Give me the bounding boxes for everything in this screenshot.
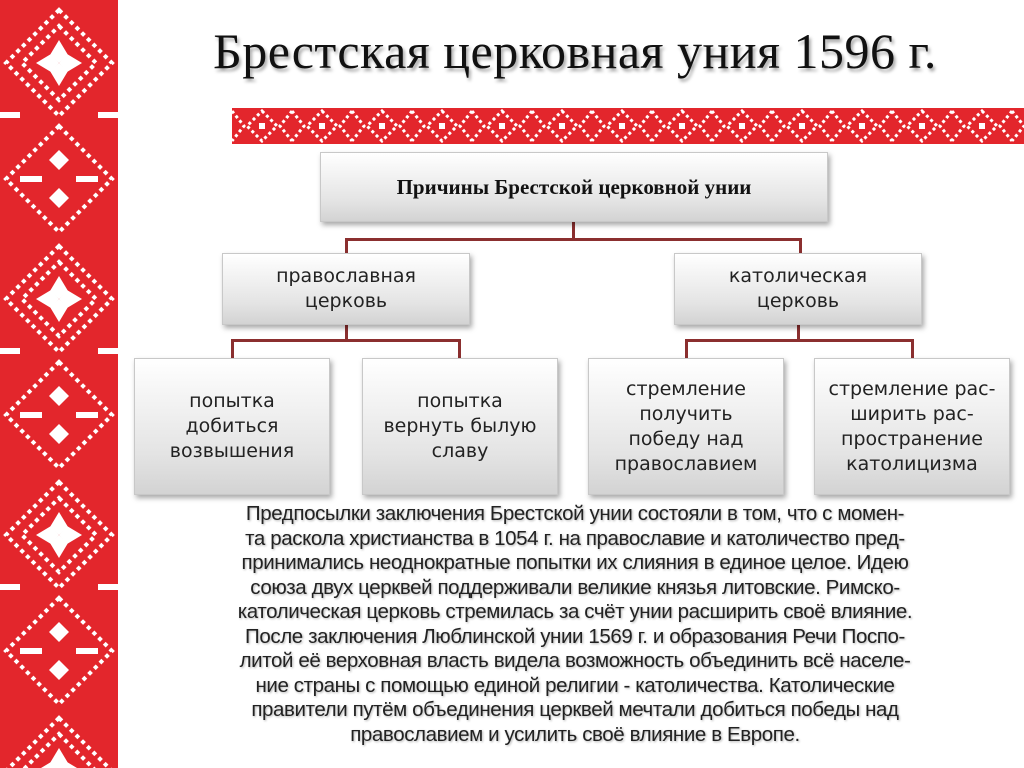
- paragraph-line: ние страны с помощью единой религии - ка…: [255, 673, 895, 697]
- connector: [231, 339, 461, 342]
- box-line: получить: [639, 402, 733, 425]
- ornament-top-band: [232, 108, 1024, 144]
- box-line: церковь: [304, 290, 388, 312]
- box-line: добиться: [185, 415, 279, 437]
- box-line: вернуть былую: [383, 415, 537, 437]
- reason-box: попытка добиться возвышения: [134, 358, 330, 495]
- box-line: католицизма: [846, 452, 978, 475]
- connector: [685, 339, 914, 342]
- connector: [345, 238, 802, 241]
- connector: [799, 238, 802, 254]
- paragraph-line: Предпосылки заключения Брестской унии со…: [245, 502, 905, 525]
- root-box: Причины Брестской церковной унии: [320, 152, 828, 222]
- paragraph-line: та раскола христианства в 1054 г. на пра…: [245, 526, 905, 550]
- connector: [231, 339, 234, 359]
- paragraph-line: союза двух церквей поддерживали великие …: [250, 575, 900, 599]
- box-line: славу: [431, 440, 489, 462]
- box-line: попытка: [189, 390, 275, 412]
- box-line: пространение: [841, 427, 983, 450]
- paragraph-line: православием и усилить своё влияние в Ев…: [350, 722, 800, 746]
- box-line: попытка: [417, 390, 503, 412]
- box-line: церковь: [756, 290, 840, 312]
- paragraph-line: принимались неоднократные попытки их сли…: [241, 551, 909, 574]
- box-line: возвышения: [169, 440, 295, 462]
- paragraph-line: правители путём объединения церквей мечт…: [251, 698, 899, 721]
- connector: [458, 339, 461, 359]
- slide-title: Брестская церковная уния 1596 г.: [213, 23, 937, 79]
- box-line: победу над: [628, 427, 744, 450]
- connector: [345, 238, 348, 254]
- connector: [572, 222, 575, 240]
- connector: [345, 325, 348, 341]
- orthodox-church-box: православная церковь: [222, 253, 470, 325]
- connector: [911, 339, 914, 359]
- paragraph-line: После заключения Люблинской унии 1569 г.…: [245, 624, 905, 648]
- box-line: стремление: [626, 377, 746, 400]
- box-line: католическая: [728, 265, 868, 287]
- box-line: православием: [614, 452, 758, 475]
- paragraph-line: католическая церковь стремилась за счёт …: [237, 600, 913, 623]
- body-paragraph: Предпосылки заключения Брестской унии со…: [138, 502, 1012, 747]
- box-line: стремление рас-: [828, 377, 996, 400]
- connector: [685, 339, 688, 359]
- root-label: Причины Брестской церковной унии: [396, 174, 752, 199]
- reason-box: попытка вернуть былую славу: [362, 358, 558, 495]
- connector: [797, 325, 800, 341]
- box-line: православная: [276, 265, 416, 287]
- box-line: ширить рас-: [850, 402, 974, 425]
- paragraph-line: литой её верховная власть видела возможн…: [239, 649, 911, 672]
- ornament-side-border: [0, 0, 118, 768]
- catholic-church-box: католическая церковь: [674, 253, 922, 325]
